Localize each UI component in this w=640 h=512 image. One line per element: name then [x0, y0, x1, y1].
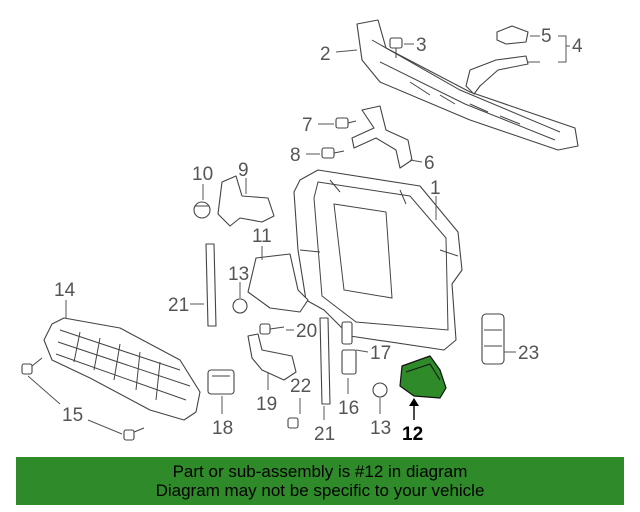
part-1-radiator-support[interactable] — [293, 169, 463, 351]
parts-diagram: 2 3 5 4 7 8 6 1 — [21, 19, 583, 445]
banner-line-1: Part or sub-assembly is #12 in diagram — [172, 462, 468, 481]
part-3-bolt[interactable] — [389, 37, 403, 58]
part-16-sensor[interactable] — [341, 349, 357, 375]
callout-3: 3 — [416, 35, 427, 56]
callout-9: 9 — [238, 160, 249, 181]
callout-2: 2 — [320, 44, 331, 65]
part-21-seal-left[interactable] — [205, 243, 217, 327]
part-13-clip-lower[interactable] — [372, 382, 388, 398]
callout-6: 6 — [424, 153, 435, 174]
callout-21-right: 21 — [314, 424, 335, 445]
part-13-clip-upper[interactable] — [232, 298, 248, 314]
part-2-upper-tie-bar[interactable] — [356, 19, 579, 151]
part-23-latch[interactable] — [481, 313, 505, 365]
part-8-bolt[interactable] — [321, 147, 345, 159]
part-10-clip[interactable] — [193, 201, 211, 219]
callout-17: 17 — [370, 343, 391, 364]
callout-10: 10 — [192, 164, 213, 185]
callout-19: 19 — [256, 394, 277, 415]
callout-11: 11 — [252, 226, 272, 247]
callout-5: 5 — [541, 26, 552, 47]
banner-line-2: Diagram may not be specific to your vehi… — [155, 481, 485, 500]
callout-16: 16 — [338, 398, 359, 419]
callout-22: 22 — [290, 376, 311, 397]
part-12-air-guide-highlighted[interactable] — [399, 355, 447, 399]
part-15-bolt-left[interactable] — [21, 357, 43, 375]
part-6-bracket[interactable] — [351, 105, 413, 169]
callout-8: 8 — [290, 145, 301, 166]
callout-1: 1 — [430, 178, 441, 199]
part-4-bracket[interactable] — [465, 55, 529, 95]
info-banner: Part or sub-assembly is #12 in diagram D… — [16, 457, 624, 505]
part-20-bolt[interactable] — [259, 323, 285, 335]
callout-23: 23 — [518, 343, 539, 364]
part-5-bracket[interactable] — [496, 25, 529, 45]
part-22-bolt[interactable] — [287, 417, 299, 429]
part-11-air-guide[interactable] — [247, 253, 309, 313]
callout-4: 4 — [572, 36, 583, 57]
part-14-lower-deflector[interactable] — [43, 317, 201, 421]
callout-20: 20 — [296, 321, 317, 342]
callout-14: 14 — [54, 280, 76, 301]
part-21-seal-right[interactable] — [319, 317, 331, 405]
part-17-sensor[interactable] — [341, 321, 353, 345]
callout-7: 7 — [302, 115, 313, 136]
part-15-bolt-right[interactable] — [123, 427, 145, 441]
part-19-bracket[interactable] — [247, 333, 297, 381]
part-9-air-guide[interactable] — [217, 175, 275, 227]
callout-12: 12 — [402, 424, 423, 445]
part-18-module[interactable] — [207, 369, 235, 395]
part-7-bolt[interactable] — [335, 117, 357, 129]
callout-13-upper: 13 — [228, 264, 249, 285]
callout-13-lower: 13 — [370, 418, 391, 439]
callout-18: 18 — [212, 418, 233, 439]
callout-21-left: 21 — [168, 295, 189, 316]
callout-15: 15 — [62, 405, 83, 426]
